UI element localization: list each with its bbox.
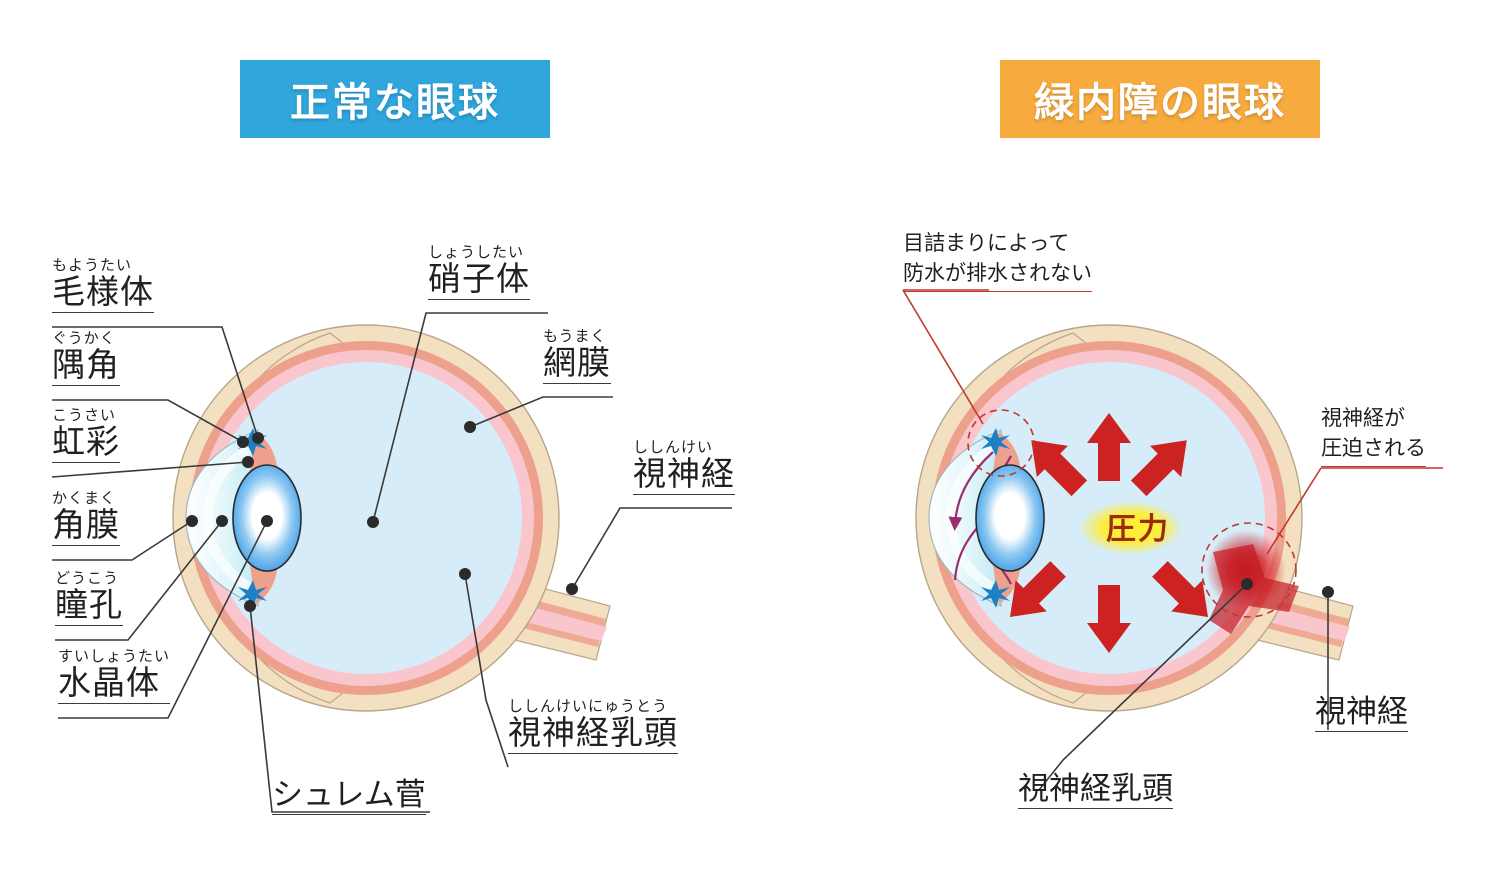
label-pupil-text: 瞳孔 bbox=[55, 585, 123, 626]
label-schlemm-canal: シュレム菅 bbox=[272, 777, 426, 815]
label-optic-nerve: ししんけい 視神経 bbox=[633, 440, 735, 495]
highlight-circle-blockage bbox=[967, 409, 1035, 477]
note-drainage-blockage-line2: 防水が排水されない bbox=[903, 261, 1092, 285]
label-optic-nerve-text: 視神経 bbox=[633, 454, 735, 495]
label-lens: すいしょうたい 水晶体 bbox=[58, 647, 171, 704]
label-cornea-ruby: かくまく bbox=[52, 489, 117, 507]
optic-nerve-damage-spot bbox=[1206, 530, 1299, 634]
pressure-arrows bbox=[1010, 413, 1208, 653]
lens-shape-glaucoma bbox=[975, 464, 1045, 572]
label-pupil: どうこう 瞳孔 bbox=[55, 571, 123, 626]
label-vitreous: しょうしたい 硝子体 bbox=[428, 245, 530, 300]
note-compression-line1: 視神経が bbox=[1321, 406, 1405, 430]
label-retina: もうまく 網膜 bbox=[543, 329, 611, 384]
label-ciliary-body: もようたい 毛様体 bbox=[52, 258, 154, 313]
label-ciliary-body-ruby: もようたい bbox=[52, 256, 133, 274]
label-iris: こうさい 虹彩 bbox=[52, 408, 120, 463]
label-cornea: かくまく 角膜 bbox=[52, 491, 120, 546]
label-retina-text: 網膜 bbox=[543, 343, 611, 384]
glaucoma-eye-illustration bbox=[902, 289, 1443, 791]
note-drainage-blockage-line1: 目詰まりによって bbox=[903, 231, 1070, 255]
label-lens-text: 水晶体 bbox=[58, 665, 171, 704]
label-optic-disc-text: 視神経乳頭 bbox=[508, 713, 678, 754]
label-pupil-ruby: どうこう bbox=[55, 569, 120, 587]
pressure-label: 圧力 bbox=[1106, 512, 1170, 547]
label-optic-nerve-glaucoma: 視神経 bbox=[1315, 694, 1408, 732]
label-optic-disc: ししんけいにゅうとう 視神経乳頭 bbox=[508, 699, 678, 754]
normal-eye-illustration bbox=[51, 312, 732, 813]
label-iris-text: 虹彩 bbox=[52, 422, 120, 463]
note-compression-line2: 圧迫される bbox=[1321, 436, 1426, 460]
panel-title-glaucoma: 緑内障の眼球 bbox=[1000, 60, 1320, 138]
label-angle: ぐうかく 隅角 bbox=[52, 331, 120, 386]
label-cornea-text: 角膜 bbox=[52, 505, 120, 546]
panel-normal-eye: 正常な眼球 bbox=[51, 60, 735, 815]
label-vitreous-ruby: しょうしたい bbox=[428, 243, 525, 261]
label-optic-nerve-ruby: ししんけい bbox=[633, 438, 714, 456]
normal-leader-lines bbox=[51, 312, 732, 813]
label-optic-disc-glaucoma: 視神経乳頭 bbox=[1018, 771, 1173, 809]
panel-glaucoma-eye: 緑内障の眼球 bbox=[743, 0, 1486, 873]
label-iris-ruby: こうさい bbox=[52, 406, 117, 424]
label-ciliary-body-text: 毛様体 bbox=[52, 272, 154, 313]
label-lens-ruby: すいしょうたい bbox=[58, 647, 171, 665]
glaucoma-leader-lines bbox=[902, 289, 1443, 791]
label-angle-text: 隅角 bbox=[52, 345, 120, 386]
panel-title-normal: 正常な眼球 bbox=[240, 60, 550, 138]
pressure-label-glow bbox=[1079, 501, 1183, 555]
note-optic-nerve-compression: 視神経が 圧迫される bbox=[1321, 403, 1426, 467]
highlight-circles bbox=[967, 409, 1297, 618]
schlemm-canal-shape-glaucoma bbox=[981, 428, 1010, 608]
highlight-circle-compression bbox=[1201, 522, 1297, 618]
label-optic-disc-ruby: ししんけいにゅうとう bbox=[508, 697, 669, 715]
note-drainage-blockage: 目詰まりによって 防水が排水されない bbox=[903, 228, 1092, 292]
schlemm-canal-shape bbox=[238, 428, 267, 608]
label-angle-ruby: ぐうかく bbox=[52, 329, 116, 347]
label-retina-ruby: もうまく bbox=[543, 327, 607, 345]
vitreous-shape bbox=[210, 362, 522, 674]
label-vitreous-text: 硝子体 bbox=[428, 259, 530, 300]
